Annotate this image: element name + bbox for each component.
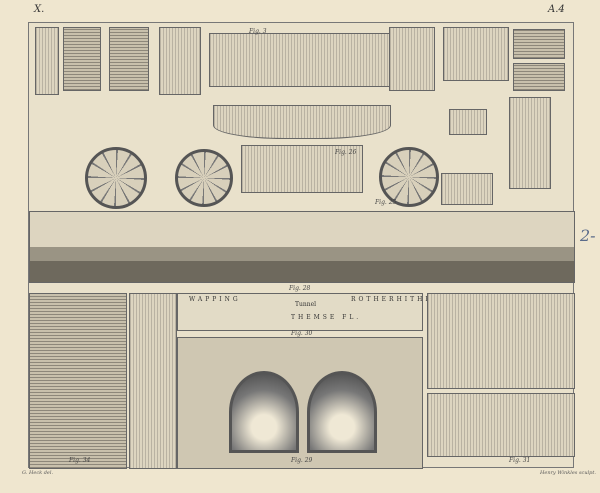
cart bbox=[241, 145, 363, 193]
figure-caption: Fig. 34 bbox=[69, 457, 91, 464]
figure-caption: Fig. 25 bbox=[375, 199, 397, 206]
tunnel-cross-section bbox=[427, 293, 575, 389]
tunnel-entrance bbox=[177, 337, 423, 469]
thames-panorama bbox=[29, 211, 575, 283]
tunnel-arch-right bbox=[307, 371, 377, 453]
wheel bbox=[175, 149, 233, 207]
brick-stack bbox=[443, 27, 509, 81]
figure-caption: Fig. 30 bbox=[291, 330, 313, 337]
brick-bundle bbox=[513, 63, 565, 91]
figure-caption: Fig. 3 bbox=[249, 28, 267, 35]
hoist-bucket bbox=[509, 97, 551, 189]
pipe-detail bbox=[441, 173, 493, 205]
map-label-wapping: WAPPING bbox=[189, 296, 241, 303]
credit-drawn: G. Heck del. bbox=[22, 470, 54, 476]
map-label-rotherhithe: ROTHERHITHE bbox=[351, 296, 433, 303]
wall-section bbox=[389, 27, 435, 91]
section-label: X. bbox=[34, 4, 45, 15]
margin-note: 2- bbox=[580, 226, 596, 245]
tunnel-construction-view bbox=[427, 393, 575, 457]
excavation-section bbox=[213, 105, 391, 139]
treadwheel bbox=[85, 147, 147, 209]
masonry-pattern bbox=[109, 27, 149, 91]
brick-bundle bbox=[513, 29, 565, 59]
masonry-pattern bbox=[63, 27, 101, 91]
figure-caption: Fig. 31 bbox=[509, 457, 531, 464]
wall-section bbox=[159, 27, 201, 95]
tunnel-map bbox=[177, 293, 423, 331]
shield-elevation bbox=[209, 33, 397, 87]
figure-caption: Fig. 26 bbox=[335, 149, 357, 156]
plate-number: A.4 bbox=[548, 4, 565, 15]
brick-detail bbox=[35, 27, 59, 95]
engraving-plate: Fig. 3 Fig. 26 Fig. 25 Fig. 34 Fig. 28 W… bbox=[28, 22, 575, 469]
figure-caption: Fig. 28 bbox=[289, 285, 311, 292]
shaft-detail bbox=[129, 293, 177, 469]
tool-detail bbox=[449, 109, 487, 135]
map-label-tunnel: Tunnel bbox=[295, 301, 317, 308]
paddle-wheel bbox=[379, 147, 439, 207]
figure-caption: Fig. 29 bbox=[291, 457, 313, 464]
shaft-staircase bbox=[29, 293, 127, 469]
credit-engraved: Henry Winkles sculpt. bbox=[540, 470, 596, 476]
map-label-river: THEMSE FL. bbox=[291, 314, 362, 321]
tunnel-arch-left bbox=[229, 371, 299, 453]
